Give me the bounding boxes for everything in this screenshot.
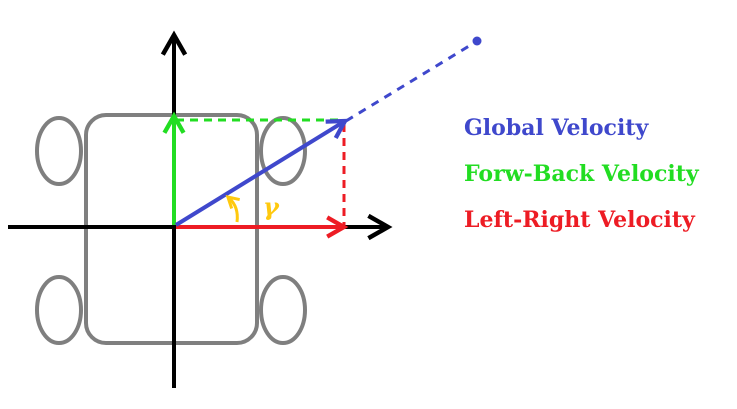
global-velocity-endpoint — [472, 36, 482, 46]
wheel-rear-left — [35, 275, 83, 345]
legend-left-right-velocity: Left-Right Velocity — [464, 207, 696, 233]
legend-forw-back-velocity: Forw-Back Velocity — [464, 161, 700, 187]
global-velocity-extension — [345, 41, 475, 123]
wheel-front-left — [35, 116, 83, 186]
angle-arc — [225, 194, 241, 223]
angle-label: γ — [263, 192, 280, 221]
wheel-rear-right — [259, 275, 307, 345]
legend: Global Velocity Forw-Back Velocity Left-… — [464, 115, 700, 233]
global-velocity-vector — [174, 118, 349, 227]
wheel-front-right — [259, 116, 307, 186]
legend-global-velocity: Global Velocity — [464, 115, 649, 141]
